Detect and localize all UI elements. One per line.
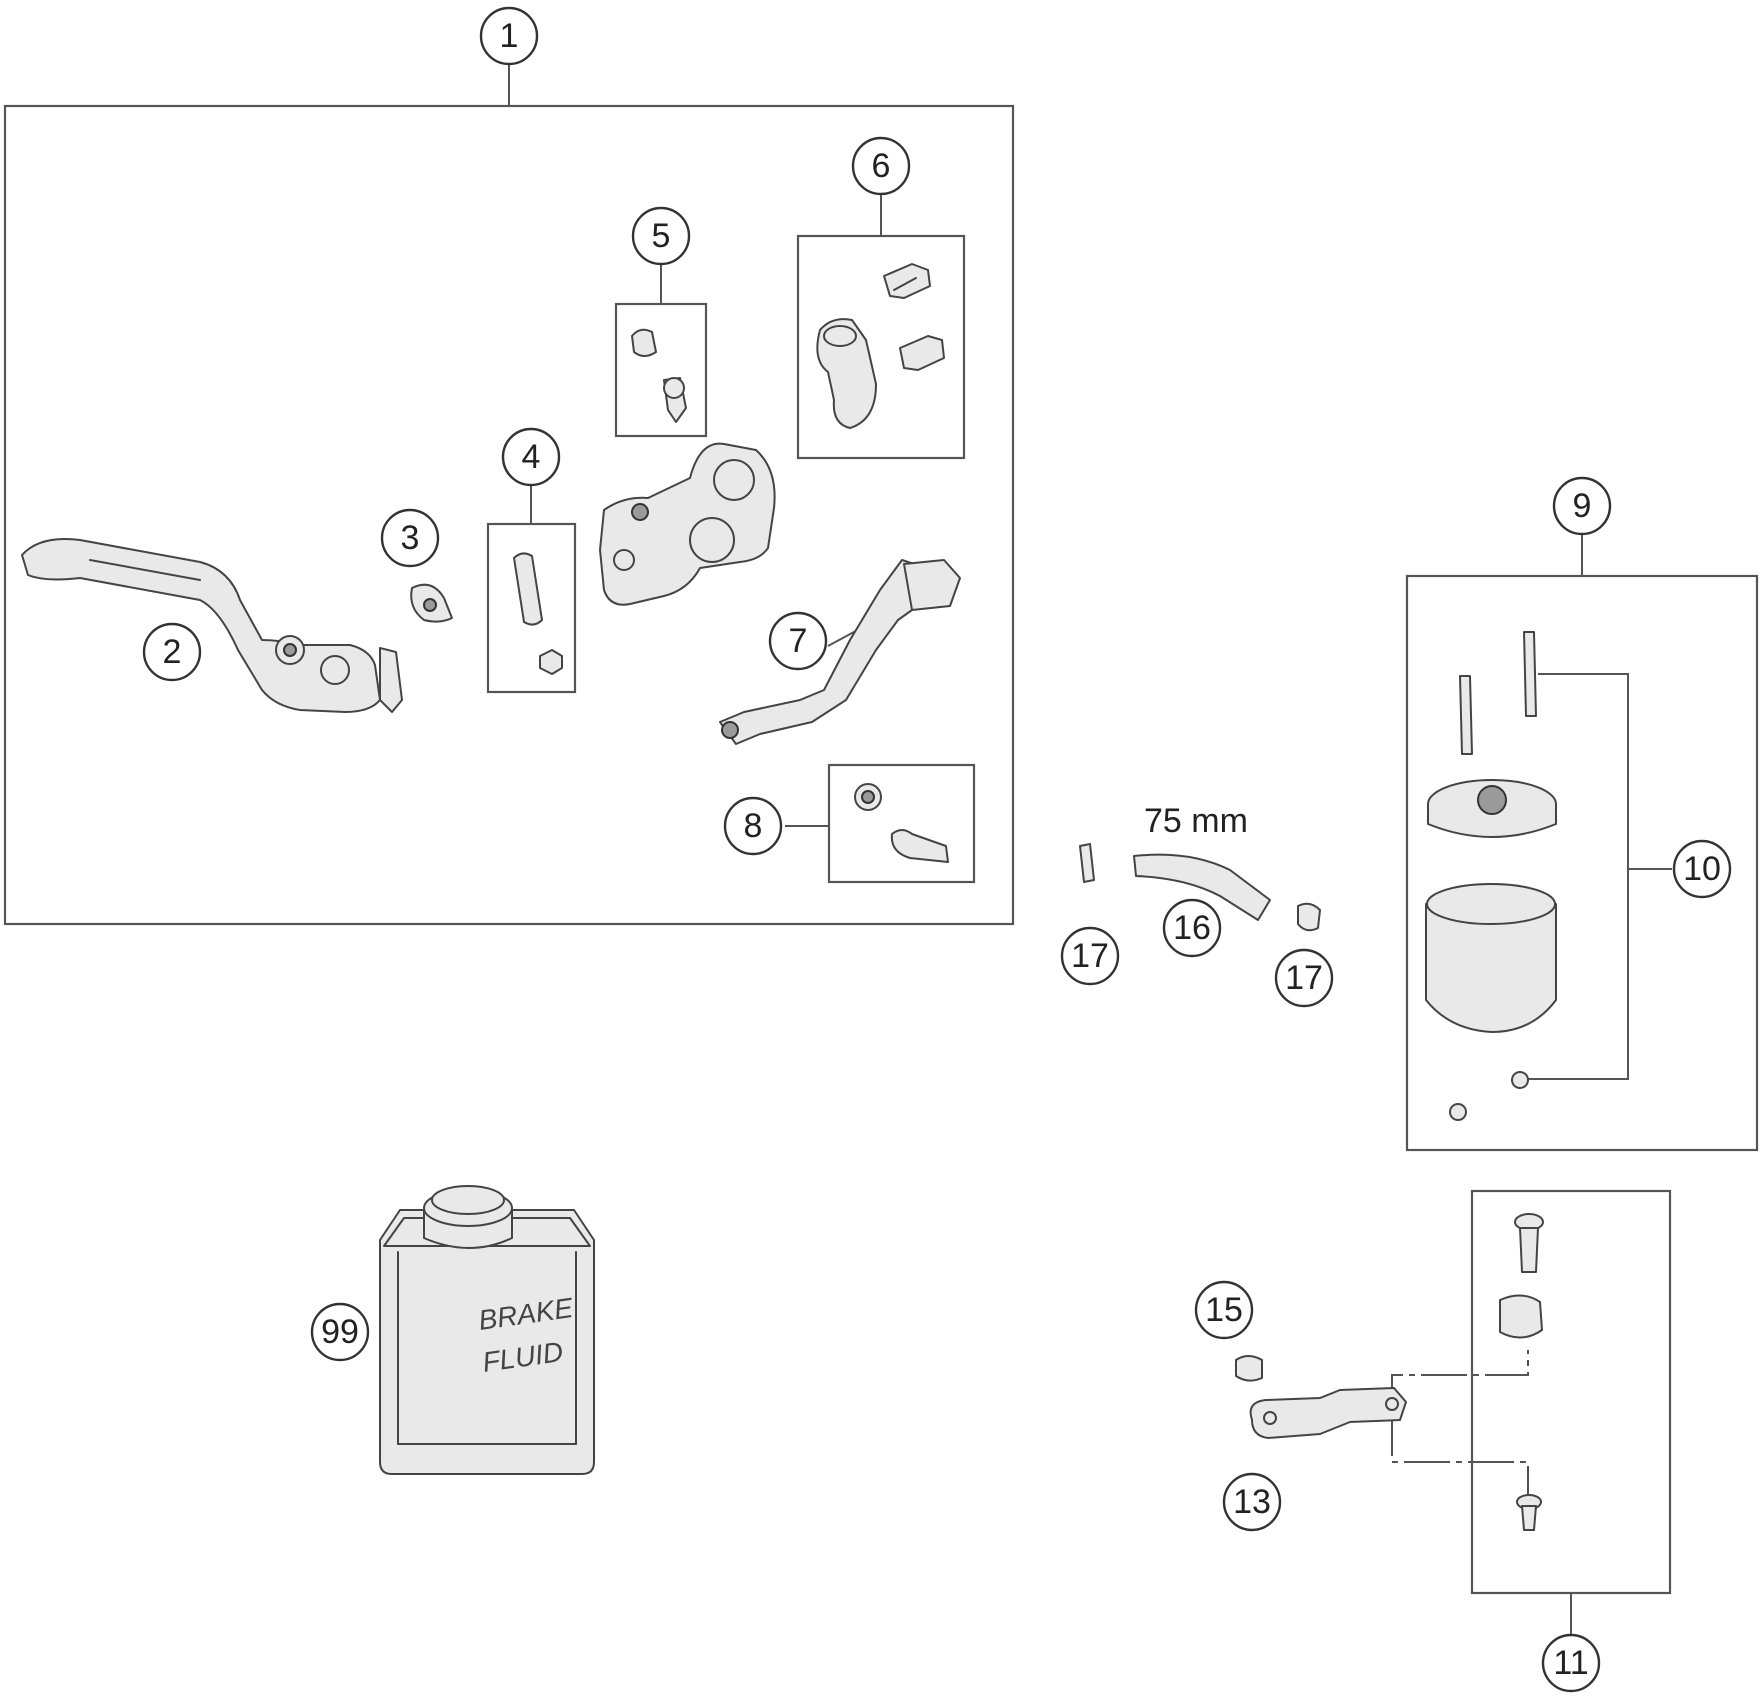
svg-text:2: 2 (163, 633, 182, 671)
leader-13-upper (1391, 1350, 1529, 1410)
banjo-fitting-part (854, 783, 949, 863)
callout-8: 8 (723, 796, 783, 856)
callout-5: 5 (631, 206, 691, 266)
callout-9: 9 (1552, 476, 1612, 536)
callout-17-left: 17 (1060, 926, 1120, 986)
hose-clamp-right-part (1297, 902, 1321, 932)
pivot-pin-part (513, 552, 563, 675)
svg-text:10: 10 (1683, 850, 1721, 888)
svg-text:11: 11 (1553, 1644, 1588, 1682)
callout-2: 2 (142, 622, 202, 682)
brake-fluid-bottle-part: BRAKE FLUID (379, 1185, 595, 1475)
callout-3: 3 (380, 508, 440, 568)
collar-screw-top-part (1514, 1213, 1544, 1273)
hose-clamp-left-part (1079, 843, 1095, 883)
svg-text:13: 13 (1233, 1483, 1271, 1521)
svg-text:7: 7 (789, 622, 808, 660)
group-frame-8 (827, 763, 976, 884)
callout-10: 10 (1672, 839, 1732, 899)
master-cylinder-part (599, 442, 776, 606)
fluid-reservoir-part (1425, 631, 1557, 1121)
svg-text:17: 17 (1285, 959, 1323, 997)
collar-screw-bottom-part (1516, 1494, 1542, 1531)
assembly-frame-11 (1470, 1189, 1672, 1595)
svg-text:99: 99 (321, 1313, 359, 1351)
bushing-part (410, 583, 453, 623)
callout-16: 16 (1162, 898, 1222, 958)
svg-text:4: 4 (522, 438, 541, 476)
leader-10b (1520, 869, 1629, 1080)
leader-10 (1538, 673, 1672, 870)
svg-text:17: 17 (1071, 937, 1109, 975)
callout-11: 11 (1541, 1633, 1601, 1693)
hose-length-label: 75 mm (1144, 802, 1248, 840)
bleeder-screw-part (631, 328, 687, 423)
svg-text:8: 8 (744, 807, 763, 845)
callout-15: 15 (1194, 1280, 1254, 1340)
callout-99: 99 (310, 1302, 370, 1362)
svg-text:9: 9 (1573, 487, 1592, 525)
callout-17-right: 17 (1274, 948, 1334, 1008)
svg-text:16: 16 (1173, 909, 1211, 947)
svg-text:1: 1 (500, 17, 519, 55)
reservoir-bracket-part (1249, 1387, 1407, 1439)
callout-6: 6 (851, 136, 911, 196)
group-frame-5 (614, 302, 708, 438)
callout-4: 4 (501, 427, 561, 487)
brake-lever-part (21, 538, 403, 713)
svg-text:3: 3 (401, 519, 420, 557)
leader-13-lower (1391, 1410, 1529, 1498)
handlebar-clamp-part (816, 263, 945, 429)
svg-text:5: 5 (652, 217, 671, 255)
rubber-grommet-part (1499, 1294, 1543, 1339)
callout-1: 1 (479, 6, 539, 66)
svg-text:15: 15 (1205, 1291, 1243, 1329)
callout-13: 13 (1222, 1472, 1282, 1532)
svg-text:6: 6 (872, 147, 891, 185)
nut-15-part (1235, 1355, 1263, 1382)
callout-7: 7 (768, 611, 828, 671)
brake-light-switch-part (719, 559, 961, 745)
hose-part (1133, 853, 1271, 921)
